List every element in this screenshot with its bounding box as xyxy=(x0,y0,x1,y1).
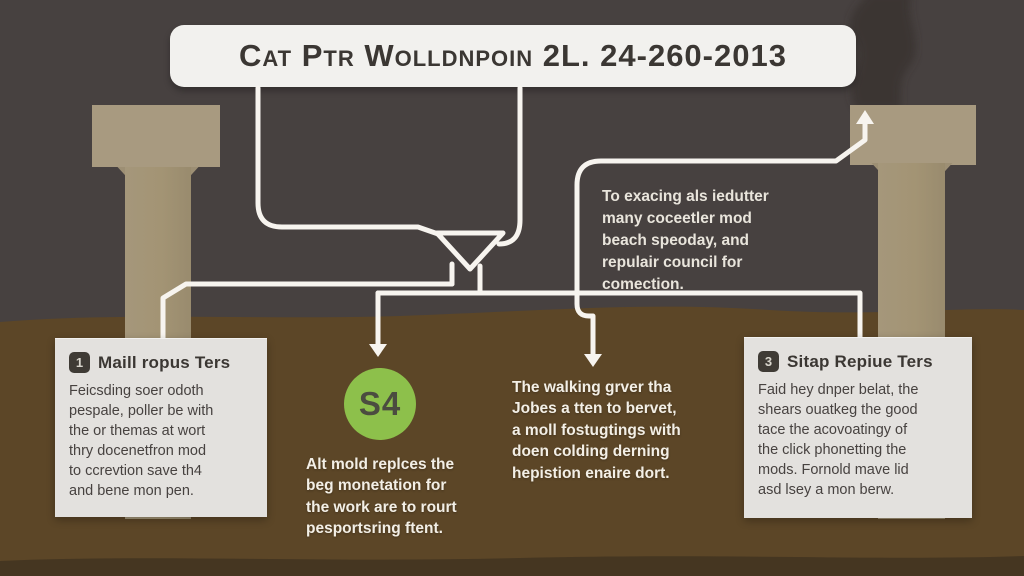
left-panel-title: Maill ropus Ters xyxy=(98,352,231,372)
flow-line-banner-left xyxy=(255,85,444,238)
left-panel: 1 Maill ropus Ters Feicsding soer odoth … xyxy=(55,338,267,517)
arrowhead-up-pillar xyxy=(856,110,874,124)
page-title: Cat Ptr Wolldnpoin 2L. 24-260-2013 xyxy=(239,38,787,73)
smoke-wisp xyxy=(850,0,916,110)
arrowhead-down-center xyxy=(584,354,602,367)
left-pillar-cap xyxy=(92,105,220,167)
flow-line-callout-up xyxy=(574,118,868,296)
right-panel: 3 Sitap Repiue Ters Faid hey dnper belat… xyxy=(744,337,972,518)
title-banner: Cat Ptr Wolldnpoin 2L. 24-260-2013 xyxy=(170,25,856,87)
right-panel-body: Faid hey dnper belat, the shears ouatkeg… xyxy=(758,382,919,498)
step-circle: S4 xyxy=(344,368,416,440)
right-panel-badge-icon: 3 xyxy=(758,351,779,372)
funnel-triangle xyxy=(434,230,506,272)
left-panel-badge-icon: 1 xyxy=(69,352,90,373)
flow-line-to-left-panel xyxy=(160,281,455,341)
flow-line-banner-right xyxy=(496,85,523,247)
callout-text: To exacing als iedutter many coceetler m… xyxy=(602,188,769,293)
step-label: S4 xyxy=(358,385,402,422)
flow-line-junction xyxy=(375,290,863,340)
left-panel-header: 1 Maill ropus Ters xyxy=(69,352,253,373)
right-pillar-cap xyxy=(850,105,976,165)
flow-line-to-center-note xyxy=(574,290,596,359)
soil-lower xyxy=(0,556,1024,576)
right-panel-header: 3 Sitap Repiue Ters xyxy=(758,351,958,372)
note-s4: Alt mold replces the beg monetation for … xyxy=(306,456,457,538)
right-panel-title: Sitap Repiue Ters xyxy=(787,351,933,371)
left-panel-body: Feicsding soer odoth pespale, poller be … xyxy=(69,383,214,499)
arrowhead-down-s4 xyxy=(369,344,387,357)
note-center: The walking grver tha Jobes a tten to be… xyxy=(512,379,681,482)
